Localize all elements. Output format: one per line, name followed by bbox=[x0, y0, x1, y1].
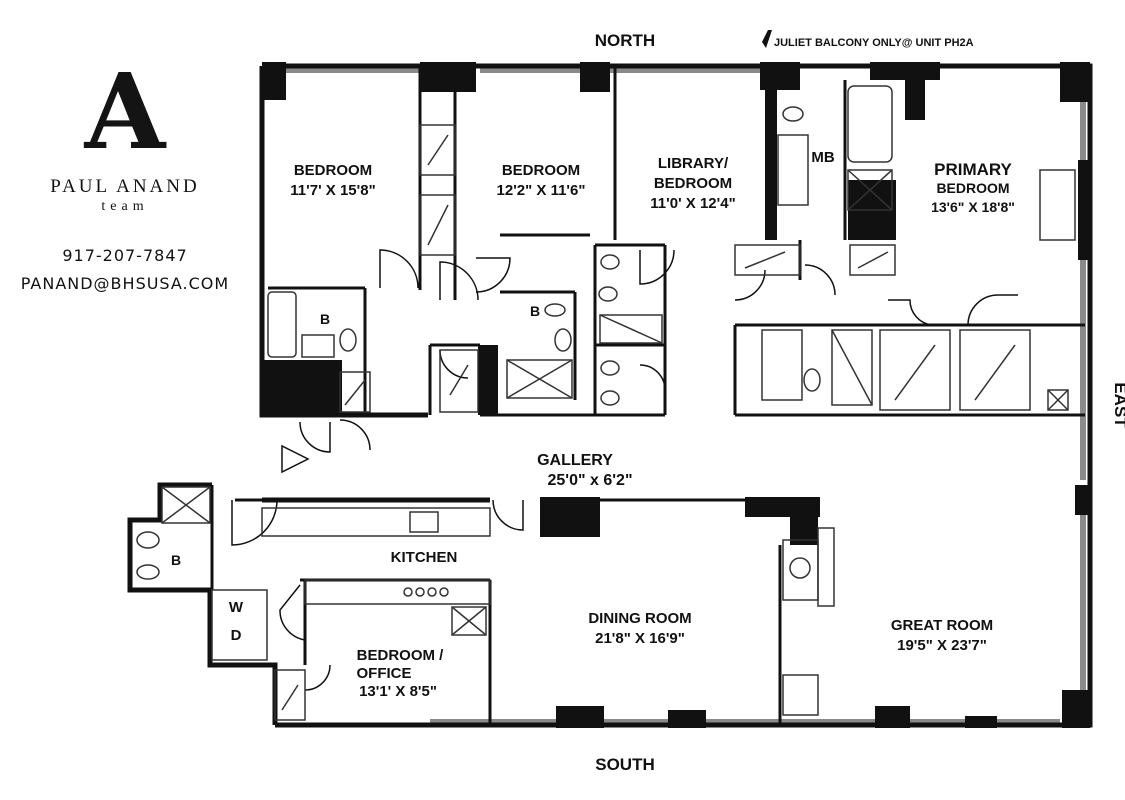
room-bath-1-label: B bbox=[320, 311, 330, 327]
doors bbox=[231, 249, 1018, 691]
room-primary-name-2: BEDROOM bbox=[936, 180, 1009, 196]
room-bedroom-1-dims: 11'7' X 15'8" bbox=[290, 182, 375, 199]
room-mb-label: MB bbox=[811, 149, 834, 166]
room-bath-3-label: B bbox=[171, 552, 181, 568]
washer-label: W bbox=[229, 599, 244, 616]
brand-logo: A bbox=[84, 50, 166, 173]
room-office-dims: 13'1' X 8'5" bbox=[359, 683, 437, 700]
room-library-name-1: LIBRARY/ bbox=[658, 155, 729, 172]
room-dining-dims: 21'8" X 16'9" bbox=[595, 630, 685, 647]
room-great-dims: 19'5" X 23'7" bbox=[897, 637, 987, 654]
balcony-note: JULIET BALCONY ONLY@ UNIT PH2A bbox=[774, 37, 974, 49]
dryer-label: D bbox=[231, 627, 242, 644]
room-kitchen-label: KITCHEN bbox=[391, 549, 458, 566]
room-office-name-1: BEDROOM / bbox=[357, 647, 445, 664]
kitchen-counters bbox=[261, 507, 491, 605]
brand-email: PANAND@BHSUSA.COM bbox=[20, 274, 230, 293]
fixtures bbox=[136, 85, 1076, 716]
balcony-arrow-icon bbox=[762, 30, 772, 48]
room-office-name-2: OFFICE bbox=[357, 665, 412, 682]
entry-arrow bbox=[281, 444, 310, 474]
room-bath-2-label: B bbox=[530, 303, 540, 319]
closets bbox=[211, 124, 1031, 721]
room-gallery-dims: 25'0" x 6'2" bbox=[547, 472, 632, 489]
room-dining-name: DINING ROOM bbox=[588, 610, 691, 627]
wall-blocks bbox=[262, 62, 1092, 728]
room-primary-dims: 13'6" X 18'8" bbox=[931, 199, 1015, 215]
room-gallery-name: GALLERY bbox=[537, 452, 613, 469]
room-primary-name-1: PRIMARY bbox=[934, 160, 1012, 179]
brand-team: team bbox=[101, 199, 149, 214]
room-library-name-2: BEDROOM bbox=[654, 175, 732, 192]
brand-phone: 917-207-7847 bbox=[62, 246, 188, 265]
compass-south: SOUTH bbox=[595, 755, 655, 774]
brand-name: PAUL ANAND bbox=[50, 176, 200, 197]
room-library-dims: 11'0' X 12'4" bbox=[650, 195, 735, 212]
compass-east: EAST bbox=[1111, 382, 1125, 428]
room-great-name: GREAT ROOM bbox=[891, 617, 993, 634]
interior-walls bbox=[210, 66, 1085, 725]
room-bedroom-1-name: BEDROOM bbox=[294, 162, 372, 179]
compass-north: NORTH bbox=[595, 31, 655, 50]
room-bedroom-2-dims: 12'2" X 11'6" bbox=[497, 182, 586, 199]
room-bedroom-2-name: BEDROOM bbox=[502, 162, 580, 179]
brand-block: A PAUL ANAND team bbox=[0, 60, 250, 215]
